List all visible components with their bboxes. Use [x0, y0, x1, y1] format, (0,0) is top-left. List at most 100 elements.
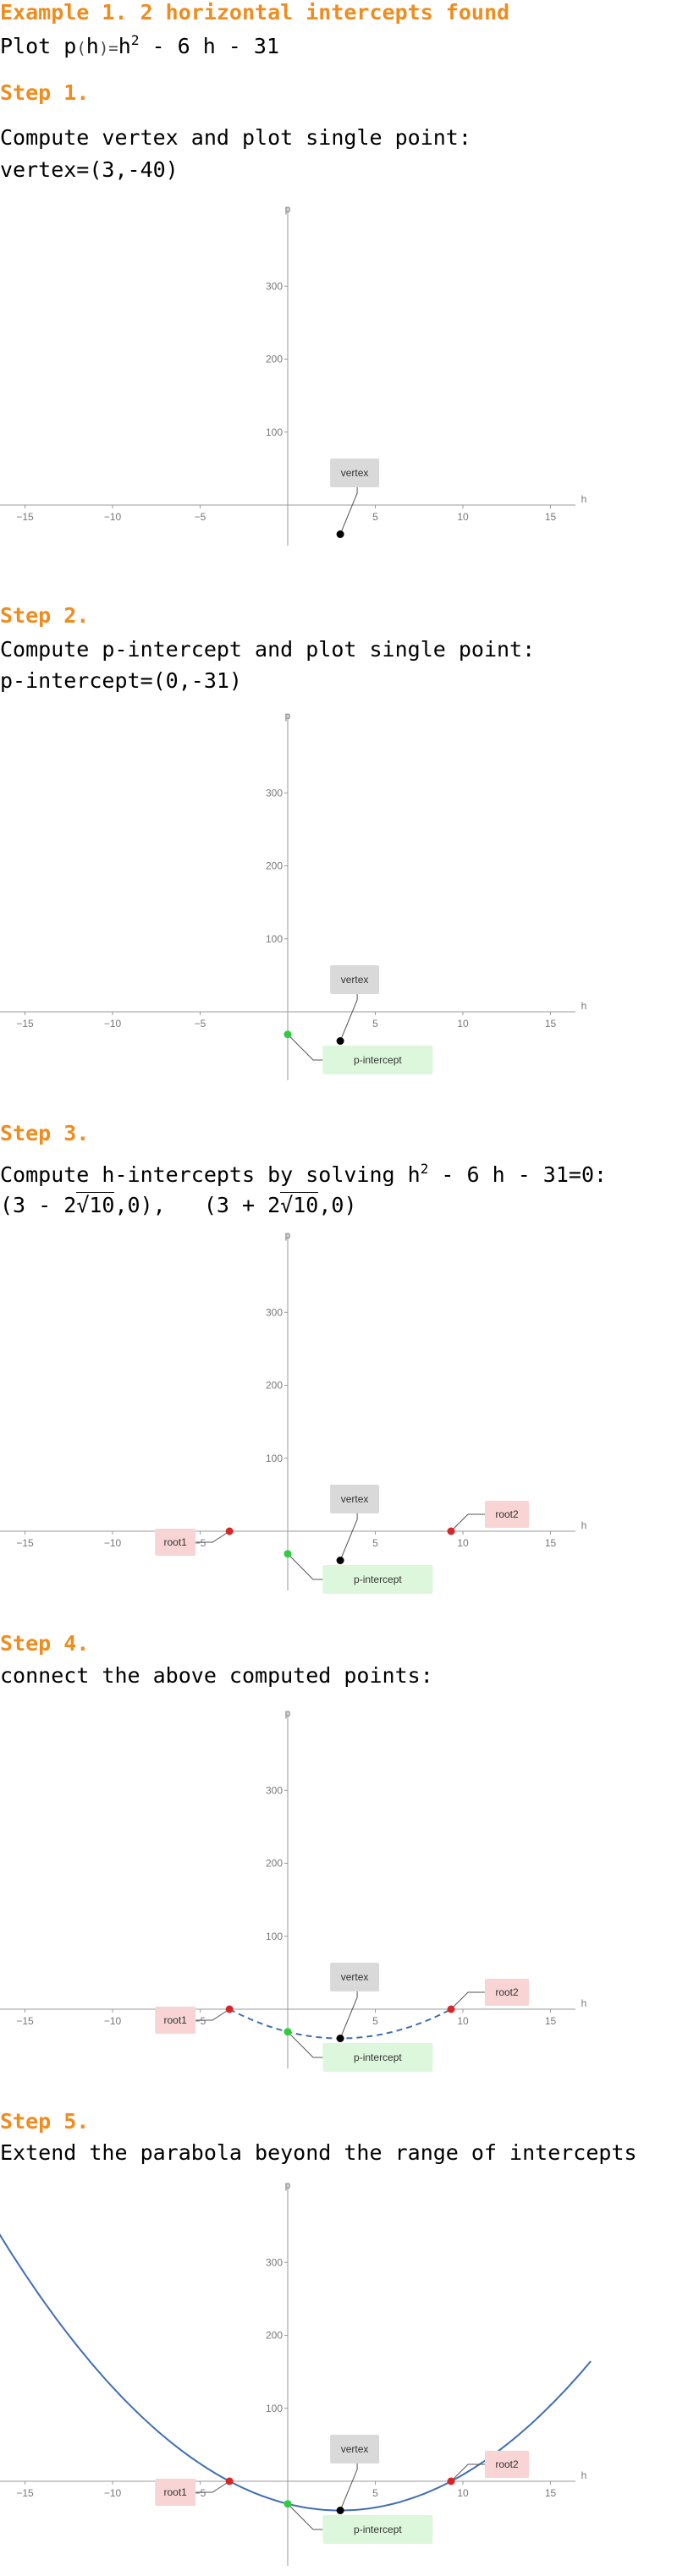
step3-heading: Step 3. [0, 1121, 90, 1145]
vertex-box [330, 459, 380, 487]
h-tick-label: 5 [372, 1537, 378, 1549]
h-tick-label: −10 [104, 2487, 122, 2499]
p-intercept-leader [287, 1553, 323, 1580]
p-tick-label: 200 [266, 1858, 283, 1870]
p-axis-label: p [285, 1707, 291, 1719]
h-axis-label: h [581, 2469, 587, 2481]
h-tick-label: 5 [372, 511, 378, 523]
intro-expr1: h [118, 34, 131, 58]
intro-exp: 2 [130, 32, 140, 48]
p-axis-label: p [285, 203, 291, 215]
p-tick-label: 200 [266, 2330, 283, 2342]
h-tick-label: 15 [545, 1537, 557, 1549]
vertex-box [330, 965, 380, 994]
h-tick-label: −5 [195, 2487, 206, 2499]
p-axis-label: p [285, 1229, 291, 1241]
vertex-point [336, 1037, 344, 1045]
p-tick-label: 100 [266, 2403, 283, 2414]
root1-point [225, 2477, 234, 2485]
p-intercept-box [322, 2043, 433, 2072]
root1-box [155, 2007, 196, 2034]
h-tick-label: −10 [104, 511, 122, 523]
h-tick-label: −15 [16, 1018, 34, 1030]
p-tick-label: 300 [266, 1306, 283, 1318]
root2-box [485, 1979, 530, 2006]
root1-point [225, 1527, 234, 1535]
p-axis-label: p [285, 2179, 291, 2191]
p-intercept-label: p-intercept [354, 2051, 402, 2063]
step3-roots: (3 - 2√10,0), (3 + 2√10,0) [0, 1192, 357, 1217]
vertex-leader [339, 1513, 358, 1561]
h-axis-label: h [581, 1000, 587, 1012]
p-intercept-box [322, 2515, 433, 2544]
h-tick-label: 5 [372, 1018, 378, 1030]
vertex-leader [339, 2463, 358, 2511]
vertex-label: vertex [341, 974, 369, 986]
p-tick-label: 200 [266, 860, 283, 872]
step1-line: Compute vertex and plot single point: [0, 125, 471, 150]
h-tick-label: 5 [372, 2015, 378, 2027]
step3-line-a: Compute h-intercepts by solving h [0, 1162, 421, 1187]
h-tick-label: −5 [195, 1537, 206, 1549]
vertex-label: vertex [341, 467, 369, 479]
step5-line: Extend the parabola beyond the range of … [0, 2140, 637, 2165]
h-tick-label: 10 [457, 2015, 469, 2027]
root2-point [447, 1527, 455, 1535]
root1-leader [195, 2008, 230, 2021]
h-tick-label: 15 [545, 2015, 557, 2027]
p-intercept-point [283, 2028, 292, 2036]
intro-eq: = [108, 39, 118, 58]
p-intercept-leader [287, 2031, 323, 2058]
h-tick-label: −5 [195, 511, 206, 523]
p-intercept-leader [287, 2503, 323, 2530]
vertex-box [330, 1485, 380, 1513]
vertex-label: vertex [341, 1971, 369, 1983]
root2-box [485, 1501, 530, 1528]
root2-label: root2 [495, 1508, 519, 1520]
root1-point [225, 2005, 234, 2013]
p-tick-label: 300 [266, 280, 283, 292]
root1-label: root1 [164, 2014, 188, 2026]
h-tick-label: 10 [457, 511, 469, 523]
p-tick-label: 100 [266, 1931, 283, 1942]
p-intercept-box [322, 1565, 433, 1594]
step3-line-exp: 2 [420, 1161, 429, 1177]
root1-sqrt: √10 [76, 1192, 115, 1217]
h-tick-label: −10 [104, 1018, 122, 1030]
h-axis-label: h [581, 1997, 587, 2009]
root2-label: root2 [495, 2458, 519, 2470]
p-intercept-point [283, 1550, 292, 1558]
h-axis-label: h [581, 493, 587, 505]
step3-line: Compute h-intercepts by solving h2 - 6 h… [0, 1161, 607, 1187]
p-intercept-label: p-intercept [354, 1574, 402, 1585]
vertex-box [330, 1963, 380, 1991]
step4-heading: Step 4. [0, 1631, 90, 1656]
root2-point [447, 2005, 455, 2013]
p-axis-label: p [285, 710, 291, 722]
step4-line: connect the above computed points: [0, 1663, 433, 1688]
root2-leader [450, 2463, 486, 2482]
root2-label: root2 [495, 1986, 519, 1998]
h-tick-label: 10 [457, 2487, 469, 2499]
h-axis-label: h [581, 1519, 587, 1531]
p-tick-label: 100 [266, 933, 283, 945]
intro-expr2: - 6 h - 31 [139, 34, 280, 58]
root1-label: root1 [164, 1536, 188, 1548]
h-tick-label: 15 [545, 511, 557, 523]
h-tick-label: −15 [16, 2487, 34, 2499]
p-intercept-label: p-intercept [354, 1054, 402, 1066]
h-tick-label: 15 [545, 1018, 557, 1030]
step1-heading: Step 1. [0, 80, 90, 105]
parabola-curve [228, 2008, 452, 2040]
vertex-label: vertex [341, 2443, 369, 2455]
root2-box [485, 2451, 530, 2478]
step3-line-b: - 6 h - 31=0: [428, 1162, 608, 1187]
p-tick-label: 100 [266, 1453, 283, 1464]
h-tick-label: −15 [16, 511, 34, 523]
p-tick-label: 200 [266, 1380, 283, 1392]
h-tick-label: 15 [545, 2487, 557, 2499]
h-tick-label: −5 [195, 1018, 206, 1030]
